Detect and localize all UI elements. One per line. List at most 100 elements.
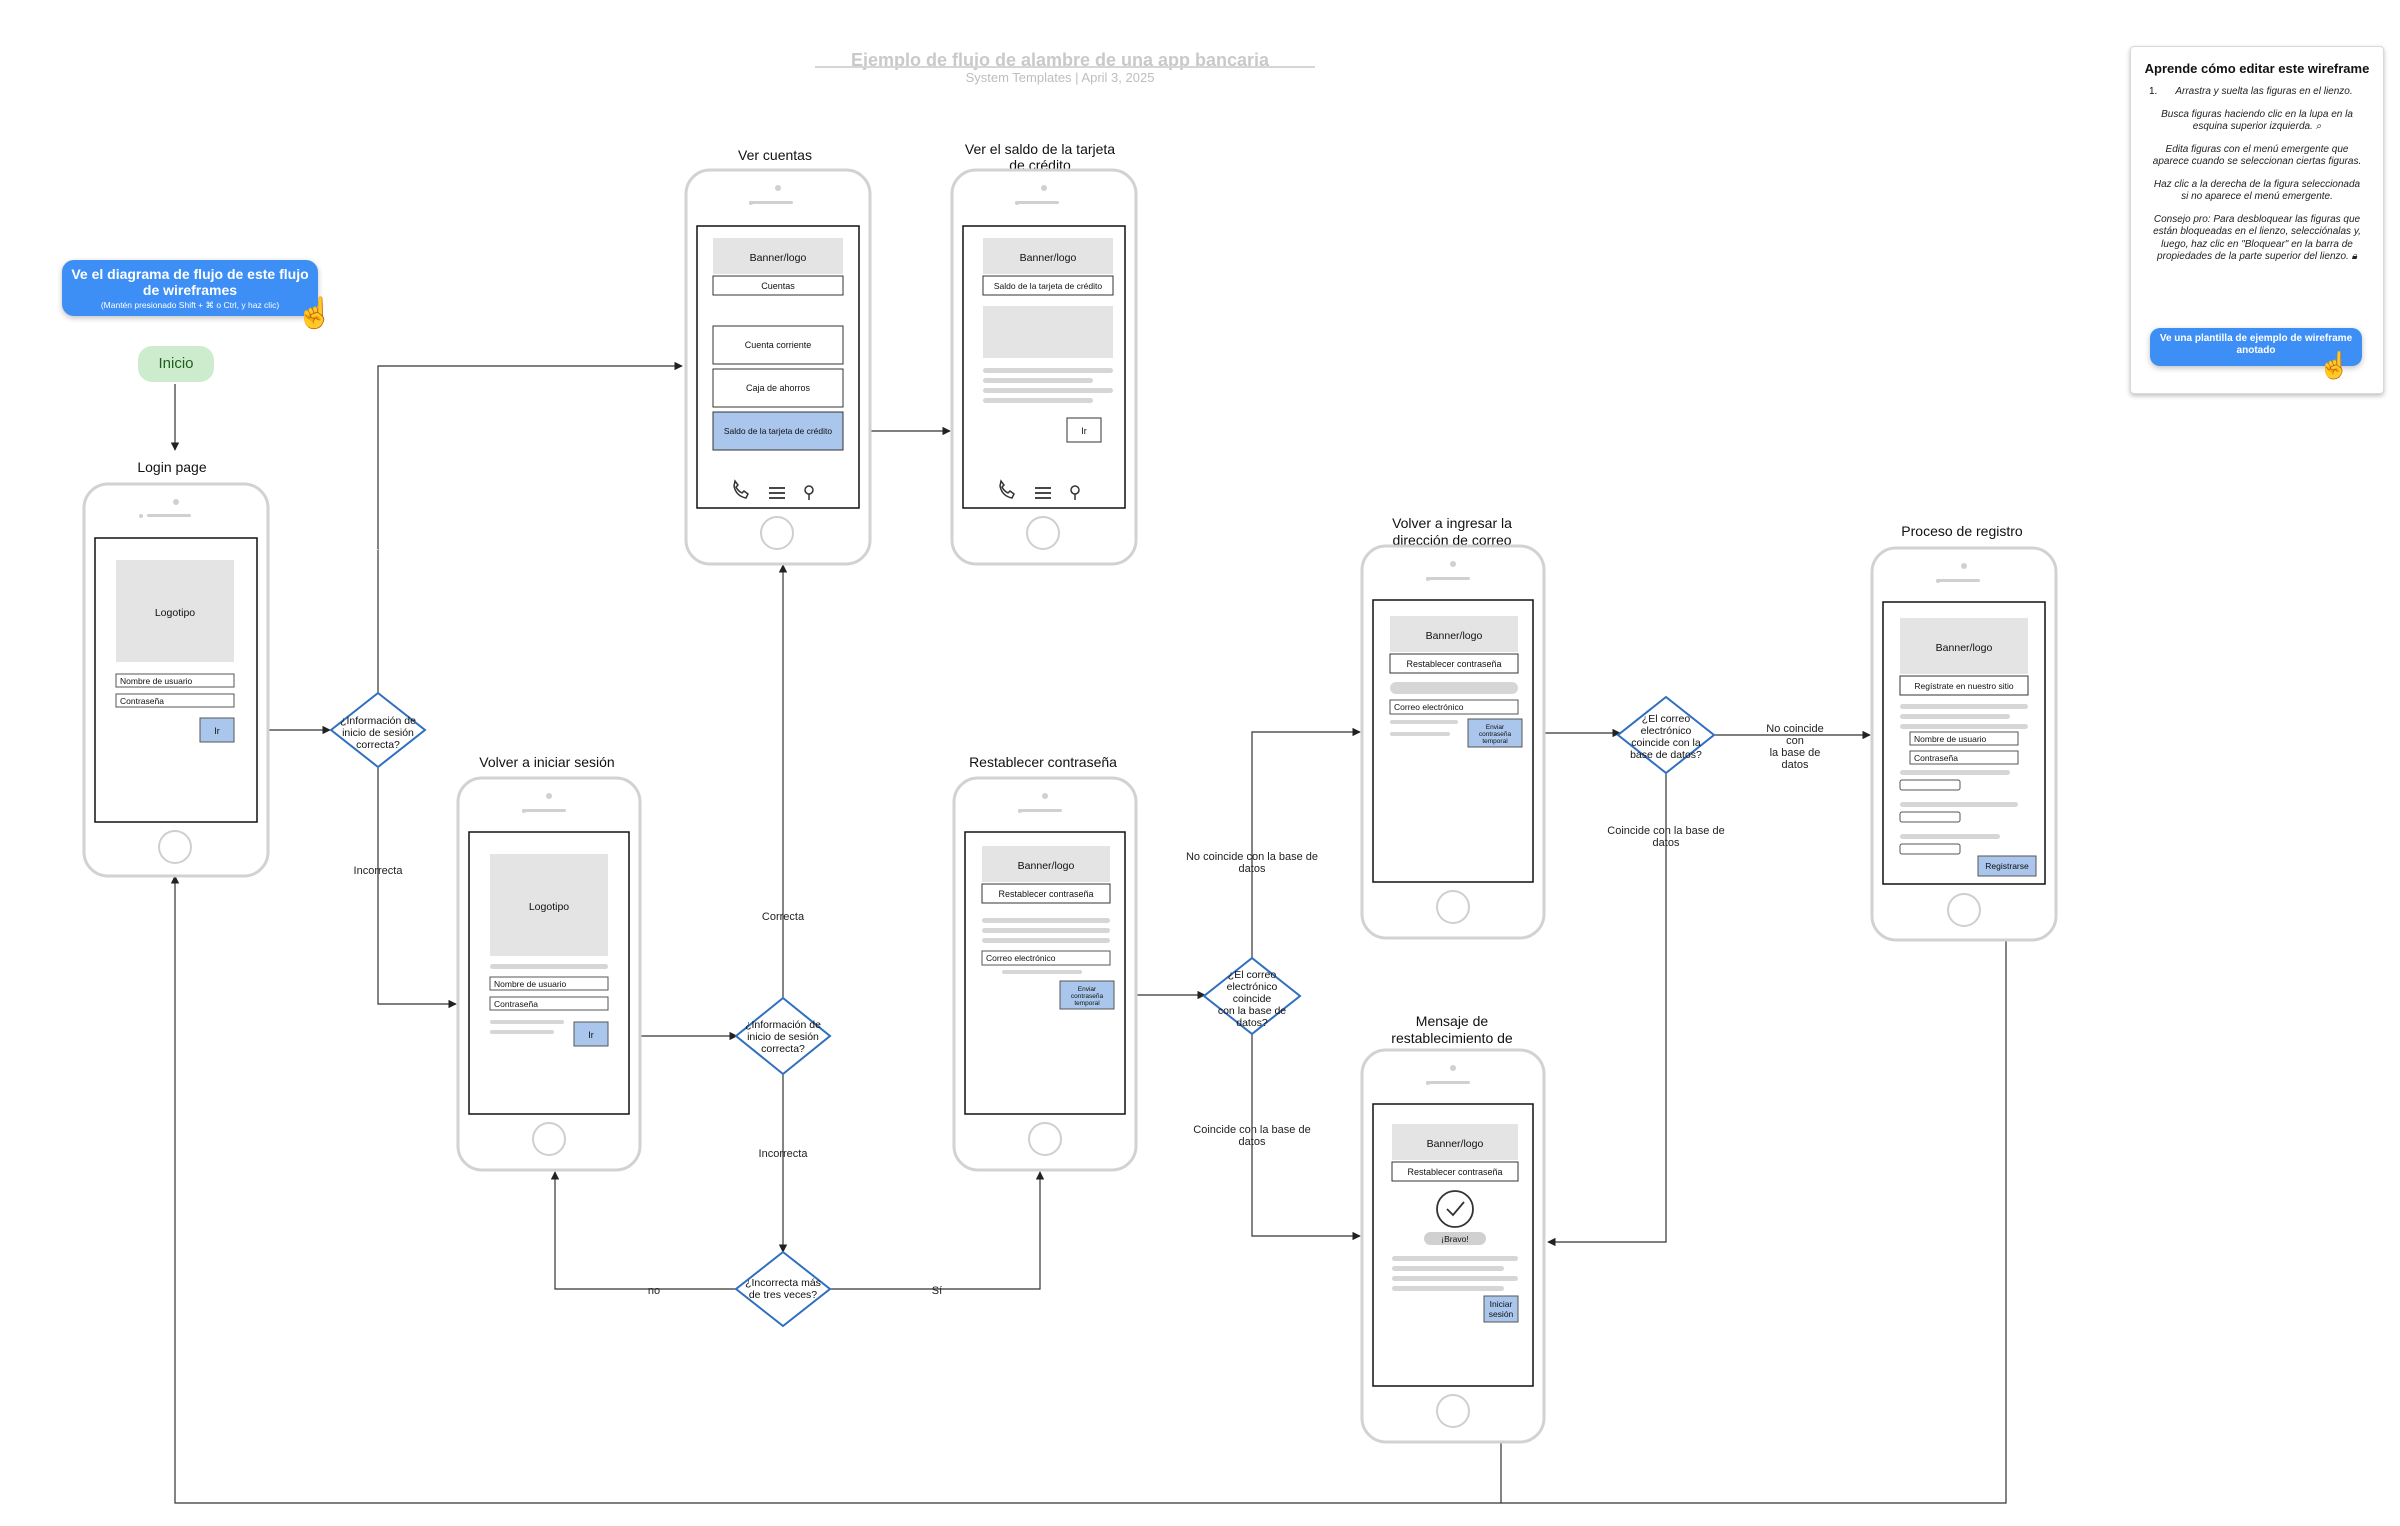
edge-labels: Correcta Incorrecta Correcta Incorrecta … [354, 546, 943, 1297]
svg-text:Banner/logo: Banner/logo [1426, 630, 1483, 642]
check-circle-icon [1436, 1190, 1474, 1228]
svg-text:Nombre de usuario: Nombre de usuario [494, 979, 567, 989]
svg-text:Correo electrónico: Correo electrónico [1394, 702, 1464, 712]
svg-text:Restablecer contraseña: Restablecer contraseña [998, 889, 1093, 899]
help-step-3: Edita figuras con el menú emergente que … [2152, 143, 2362, 168]
credit-go-button [1066, 417, 1102, 443]
svg-text:Restablecer contraseña: Restablecer contraseña [969, 754, 1117, 770]
svg-text:Ir: Ir [1081, 426, 1087, 436]
edge-register-login [1501, 884, 2007, 1504]
menu-icon [769, 487, 785, 499]
svg-text:¡Bravo!: ¡Bravo! [1441, 1234, 1468, 1244]
svg-text:Nombre de usuario: Nombre de usuario [120, 676, 193, 686]
edge-d4-sent [1251, 1034, 1361, 1241]
help-tip: Consejo pro: Para desbloquear las figura… [2153, 213, 2361, 263]
svg-text:Contraseña: Contraseña [120, 696, 164, 706]
edge-d1-retry [377, 767, 457, 1009]
svg-text:Regístrate en nuestro sitio: Regístrate en nuestro sitio [1914, 681, 2013, 691]
svg-text:Restablecer contraseña: Restablecer contraseña [1406, 659, 1501, 669]
edge-label-yes: Sí [932, 1285, 942, 1297]
svg-text:Nombre de usuario: Nombre de usuario [1914, 734, 1987, 744]
svg-text:Banner/logo: Banner/logo [750, 252, 807, 264]
menu-icon [1035, 487, 1051, 499]
svg-text:Banner/logo: Banner/logo [1020, 252, 1077, 264]
account-item-credit [712, 411, 844, 451]
help-step-2: Busca figuras haciendo clic en la lupa e… [2161, 108, 2353, 133]
phone-login-page[interactable]: Login page Logotipo Nombre de usuario Co… [82, 459, 270, 878]
edge-d1-accounts [377, 361, 683, 693]
username-field [115, 673, 235, 688]
view-flowchart-button[interactable]: Ve el diagrama de flujo de este flujo de… [62, 260, 318, 316]
hand-pointer-icon: ☝ [2318, 350, 2351, 380]
svg-text:Registrarse: Registrarse [1985, 861, 2029, 871]
annotated-template-button[interactable]: Ve una plantilla de ejemplo de wireframe… [2150, 328, 2362, 366]
svg-text:Caja de ahorros: Caja de ahorros [746, 383, 811, 393]
edge-d3-reset [830, 1171, 1045, 1290]
svg-text:Saldo de la tarjeta de crédito: Saldo de la tarjeta de crédito [994, 281, 1102, 291]
edge-d5-sent [1547, 772, 1667, 1247]
svg-text:Cuenta corriente: Cuenta corriente [745, 340, 812, 350]
phone-registration[interactable]: Proceso de registro Banner/logo Regístra… [1870, 523, 2058, 942]
svg-text:Ir: Ir [214, 726, 220, 736]
phone-retry-login[interactable]: Volver a iniciar sesión Logotipo Nombre … [456, 754, 642, 1172]
location-pin-icon [804, 485, 814, 500]
phone-reset-password[interactable]: Restablecer contraseña Banner/logo Resta… [952, 754, 1138, 1172]
diagram-subtitle: System Templates | April 3, 2025 [965, 70, 1155, 85]
search-icon: ⌕ [2315, 121, 2322, 132]
hand-pointer-icon: ☝ [296, 297, 334, 330]
account-item-savings [712, 368, 844, 408]
phone-view-accounts[interactable]: Ver cuentas Banner/logo Cuentas Cuenta c… [684, 147, 872, 566]
edge-d3-retry [550, 1171, 738, 1290]
title-underline [815, 66, 1315, 68]
view-flowchart-button-hint: (Mantén presionado Shift + ⌘ o Ctrl, y h… [100, 300, 280, 310]
svg-text:Contraseña: Contraseña [494, 999, 538, 1009]
go-button [199, 717, 235, 743]
svg-text:Proceso de registro: Proceso de registro [1901, 523, 2023, 539]
phone-icon [733, 479, 749, 499]
edge-label-incorrect-2: Incorrecta [759, 1148, 809, 1160]
svg-text:Banner/logo: Banner/logo [1427, 1138, 1484, 1150]
annotated-template-button-label: Ve una plantilla de ejemplo de wireframe… [2159, 333, 2353, 356]
svg-text:Cuentas: Cuentas [761, 281, 795, 291]
location-pin-icon [1070, 485, 1080, 500]
password-field [115, 693, 235, 708]
help-step-4: Haz clic a la derecha de la figura selec… [2153, 178, 2361, 203]
help-panel-title: Aprende cómo editar este wireframe [2144, 61, 2370, 76]
lock-icon: 🔒︎ [2351, 251, 2357, 262]
svg-text:Volver a iniciar sesión: Volver a iniciar sesión [479, 754, 614, 770]
svg-text:Correo electrónico: Correo electrónico [986, 953, 1056, 963]
edge-label-incorrect-1: Incorrecta [354, 865, 404, 877]
phone-icon [999, 479, 1015, 499]
edge-label-no: no [648, 1285, 660, 1297]
start-node[interactable]: Inicio [138, 346, 214, 382]
edge-sent-login [170, 875, 1502, 1504]
logo-placeholder [116, 560, 234, 662]
edge-d4-reemail [1251, 727, 1361, 960]
edge-label-correct-1: Correcta [357, 546, 400, 558]
svg-text:Restablecer contraseña: Restablecer contraseña [1407, 1167, 1502, 1177]
account-item-checking [712, 325, 844, 365]
svg-text:Contraseña: Contraseña [1914, 753, 1958, 763]
svg-text:Logotipo: Logotipo [529, 901, 569, 913]
view-flowchart-button-label: Ve el diagrama de flujo de este flujo de… [71, 266, 309, 298]
svg-text:Banner/logo: Banner/logo [1018, 860, 1075, 872]
screen-title-login: Login page [137, 459, 207, 475]
svg-text:Banner/logo: Banner/logo [1936, 642, 1993, 654]
